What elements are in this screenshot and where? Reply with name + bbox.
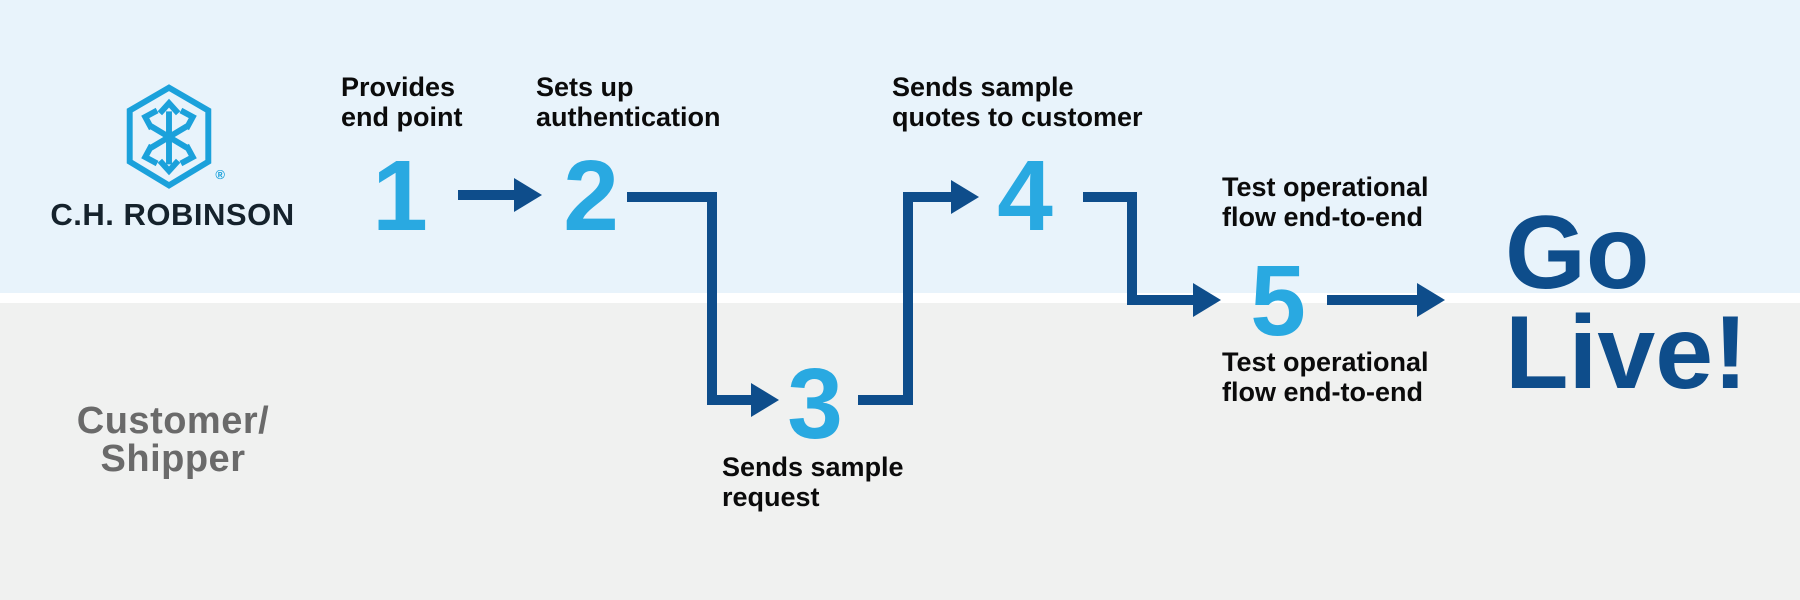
step-4-label: Sends sample quotes to customer xyxy=(892,72,1143,132)
step-5-label-below-line2: flow end-to-end xyxy=(1222,377,1423,407)
step-3-label: Sends sample request xyxy=(722,452,904,512)
arrowhead-right-icon xyxy=(514,178,542,212)
step-5-label-above-line1: Test operational xyxy=(1222,172,1429,202)
customer-shipper-lane xyxy=(0,303,1800,600)
hexagon-arrows-icon xyxy=(126,84,212,189)
connector-4-5-segment-a xyxy=(1083,192,1137,202)
step-5-number: 5 xyxy=(1250,245,1306,357)
chrobinson-lane xyxy=(0,0,1800,293)
step-1-label: Provides end point xyxy=(341,72,462,132)
step-5-label-above: Test operational flow end-to-end xyxy=(1222,172,1429,232)
step-4-label-line2: quotes to customer xyxy=(892,102,1143,132)
step-5-label-below-line1: Test operational xyxy=(1222,347,1429,377)
step-2-label-line2: authentication xyxy=(536,102,721,132)
step-5-label-above-line2: flow end-to-end xyxy=(1222,202,1423,232)
go-live-line2: Live! xyxy=(1505,295,1748,411)
step-1-label-line1: Provides xyxy=(341,72,456,102)
arrowhead-right-icon xyxy=(751,383,779,417)
step-4-number: 4 xyxy=(997,140,1053,252)
step-3-number: 3 xyxy=(787,348,843,460)
step-1-number: 1 xyxy=(372,140,428,252)
connector-2-3-segment-b xyxy=(707,192,717,405)
arrowhead-right-icon xyxy=(1417,283,1445,317)
connector-2-3-segment-c xyxy=(707,395,751,405)
step-2-label: Sets up authentication xyxy=(536,72,721,132)
step-2-number: 2 xyxy=(563,140,619,252)
arrowhead-right-icon xyxy=(951,180,979,214)
connector-3-4-segment-a xyxy=(858,395,913,405)
connector-1-2-shaft xyxy=(458,190,514,200)
connector-3-4-segment-b xyxy=(903,192,913,405)
step-1-label-line2: end point xyxy=(341,102,463,132)
connector-5-golive-shaft xyxy=(1327,295,1417,305)
connector-4-5-segment-b xyxy=(1127,192,1137,305)
step-3-label-line1: Sends sample xyxy=(722,452,904,482)
connector-2-3-segment-a xyxy=(627,192,717,202)
registered-trademark-symbol: ® xyxy=(215,167,225,182)
step-5-label-below: Test operational flow end-to-end xyxy=(1222,347,1429,407)
customer-shipper-label-line2: Shipper xyxy=(100,438,246,480)
connector-3-4-segment-c xyxy=(903,192,951,202)
lane-divider xyxy=(0,293,1800,303)
chrobinson-wordmark: C.H. ROBINSON xyxy=(50,197,295,232)
go-live-line1: Go xyxy=(1505,195,1650,311)
customer-shipper-label: Customer/ Shipper xyxy=(28,402,318,478)
step-3-label-line2: request xyxy=(722,482,820,512)
chrobinson-logo-icon: ® xyxy=(123,84,225,190)
go-live-text: Go Live! xyxy=(1505,195,1748,411)
customer-shipper-label-line1: Customer/ xyxy=(76,400,270,442)
step-2-label-line1: Sets up xyxy=(536,72,634,102)
step-4-label-line1: Sends sample xyxy=(892,72,1074,102)
connector-4-5-segment-c xyxy=(1127,295,1193,305)
arrowhead-right-icon xyxy=(1193,283,1221,317)
